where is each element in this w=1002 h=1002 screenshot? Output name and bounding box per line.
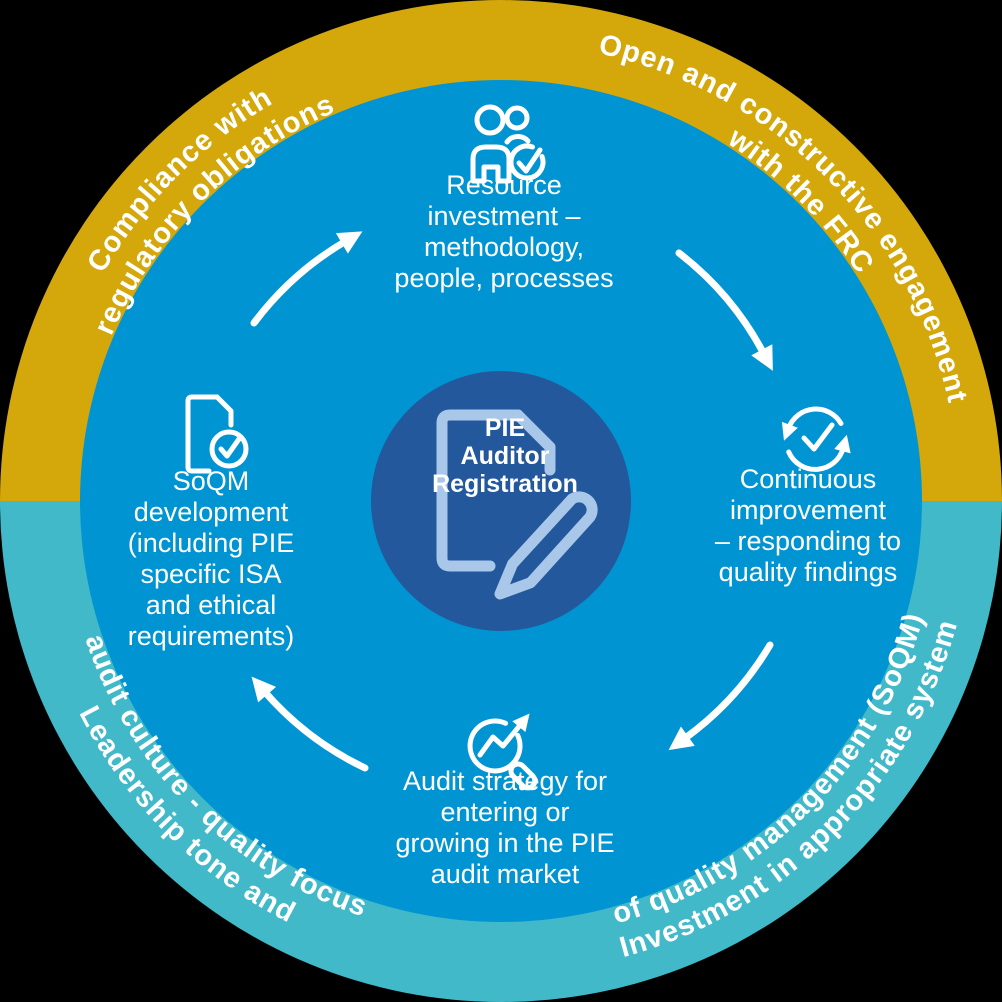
magnifier-trend-icon bbox=[467, 713, 538, 791]
node-label-resource-investment: Resource investment – methodology, peopl… bbox=[394, 170, 613, 294]
node-line: Continuous bbox=[739, 464, 877, 494]
center-title-line: PIE bbox=[484, 414, 526, 442]
node-line: investment – bbox=[427, 201, 581, 231]
node-line: methodology, bbox=[423, 232, 585, 262]
center-title: PIE Auditor Registration bbox=[432, 414, 578, 498]
node-line: audit market bbox=[430, 859, 580, 889]
node-line: requirements) bbox=[127, 621, 295, 651]
node-line: – responding to bbox=[714, 526, 902, 556]
node-line: and ethical bbox=[145, 590, 277, 620]
node-line: SoQM bbox=[172, 466, 250, 496]
node-line: specific ISA bbox=[140, 559, 282, 589]
arrow-right-to-bottom bbox=[668, 641, 774, 751]
node-line: Audit strategy for bbox=[402, 766, 608, 796]
node-label-continuous-improvement: Continuous improvement – responding to q… bbox=[715, 464, 901, 588]
node-line: (including PIE bbox=[127, 528, 295, 558]
center-title-line: Auditor bbox=[460, 442, 550, 470]
arrow-top-to-right bbox=[675, 249, 773, 371]
center-circle bbox=[371, 371, 631, 631]
node-line: Resource bbox=[446, 170, 562, 200]
node-line: improvement bbox=[729, 495, 887, 525]
node-label-audit-strategy: Audit strategy for entering or growing i… bbox=[395, 766, 614, 890]
node-line: people, processes bbox=[394, 263, 614, 293]
node-line: entering or bbox=[440, 797, 570, 827]
document-pencil-icon bbox=[436, 409, 598, 600]
node-line: growing in the PIE bbox=[395, 828, 615, 858]
arrow-left-to-top bbox=[250, 231, 363, 327]
node-label-soqm-development: SoQM development (including PIE specific… bbox=[128, 466, 295, 652]
refresh-check-icon bbox=[781, 406, 851, 472]
node-line: development bbox=[133, 497, 289, 527]
center-title-line: Registration bbox=[432, 470, 578, 498]
document-check-icon bbox=[185, 394, 249, 474]
people-check-icon bbox=[470, 104, 546, 184]
node-line: quality findings bbox=[718, 557, 898, 587]
arrow-bottom-to-left bbox=[251, 676, 369, 772]
